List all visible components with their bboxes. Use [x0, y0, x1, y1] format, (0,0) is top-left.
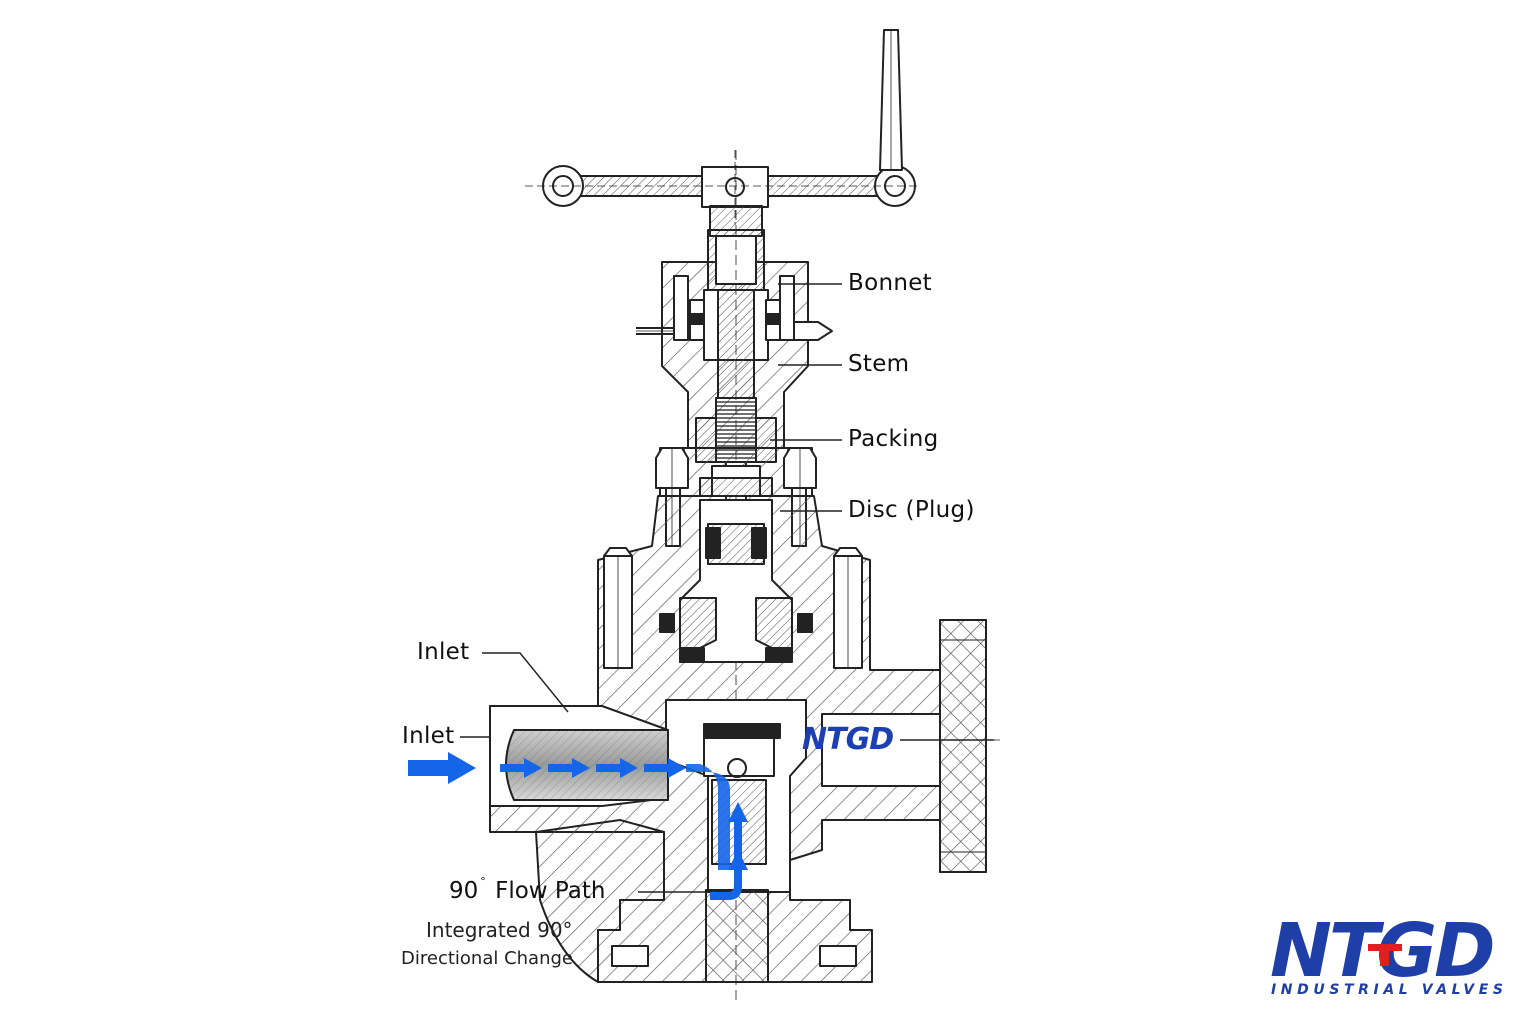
brand-logo-red-t-icon: [1368, 944, 1402, 966]
label-disc-plug: Disc (Plug): [848, 497, 975, 523]
body-brand-mark: NTGD: [802, 722, 894, 757]
flow-path-arrows: [408, 752, 748, 900]
leader-lines: [460, 283, 994, 893]
label-integrated: Integrated 90°: [426, 918, 573, 942]
flow-path-degree: °: [480, 875, 486, 889]
brand-tagline: INDUSTRIAL VALVES: [1271, 982, 1508, 998]
label-bonnet: Bonnet: [848, 270, 932, 296]
label-packing: Packing: [848, 426, 939, 452]
label-flow-path: 90° Flow Path: [449, 876, 606, 904]
label-inlet-upper: Inlet: [417, 639, 470, 665]
flow-bottom-hook: [710, 880, 742, 900]
label-directional-change: Directional Change: [401, 948, 573, 969]
valve-body: [489, 447, 1000, 983]
label-inlet-lower: Inlet: [402, 723, 455, 749]
handle-bar: [525, 29, 920, 225]
flow-path-number: 90: [449, 878, 479, 904]
flow-entry-arrow: [408, 752, 476, 784]
label-stem: Stem: [848, 351, 910, 377]
flow-dashed-arrows: [500, 758, 686, 778]
flow-path-text: Flow Path: [495, 878, 606, 904]
flow-bend: [686, 764, 730, 870]
